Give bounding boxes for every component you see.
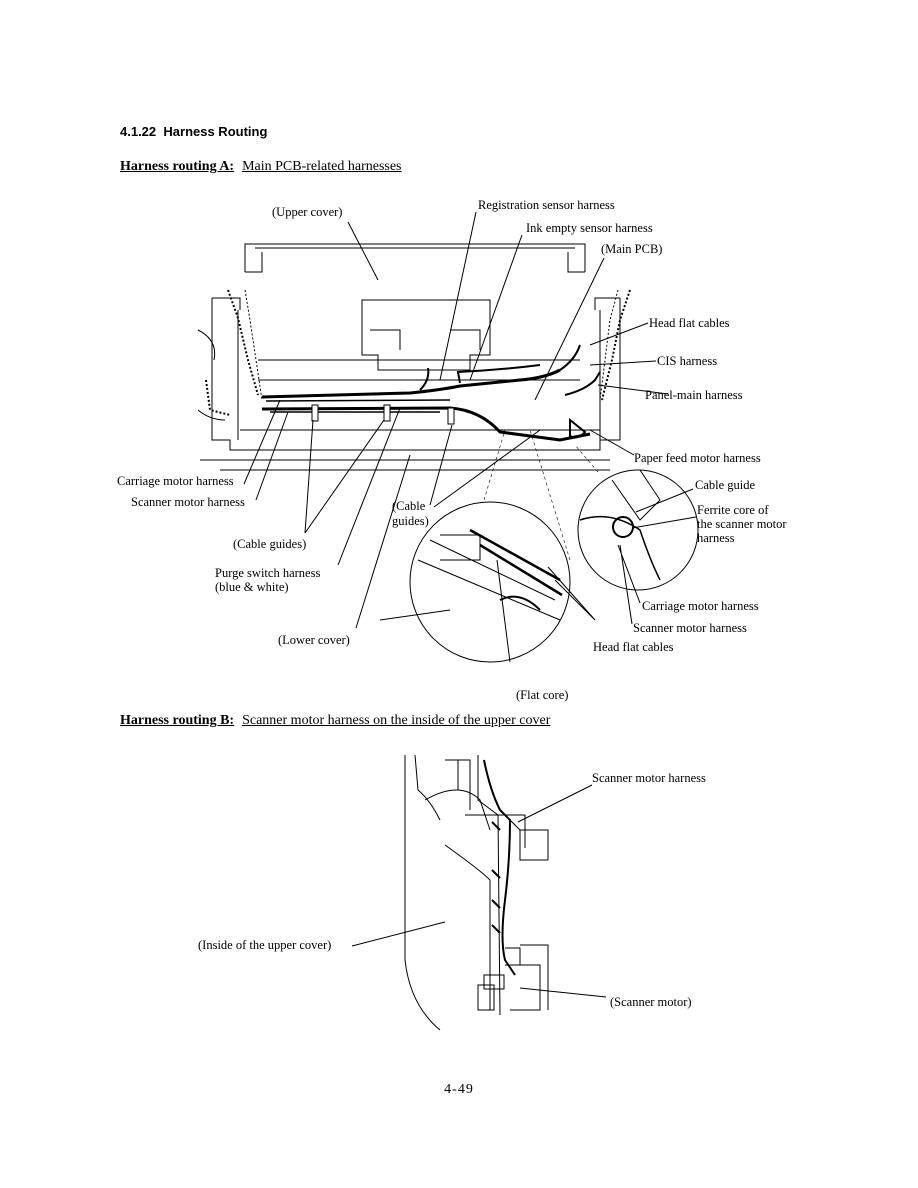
figure-b-drawing — [351, 754, 607, 1031]
label-purge-switch-2: (blue & white) — [215, 580, 289, 594]
section-title: Harness Routing — [163, 124, 268, 139]
label-scanner-motor-b: (Scanner motor) — [610, 995, 692, 1009]
section-heading: 4.1.22 Harness Routing — [120, 124, 267, 139]
label-registration-sensor: Registration sensor harness — [478, 198, 615, 212]
label-lower-cover: (Lower cover) — [278, 633, 350, 647]
label-head-flat-cables: Head flat cables — [649, 316, 730, 330]
label-scanner-motor: Scanner motor harness — [131, 495, 245, 509]
routing-b-label: Harness routing B: — [120, 713, 235, 728]
page-number: 4-49 — [444, 1082, 474, 1097]
routing-a-label: Harness routing A: — [120, 159, 235, 174]
label-ferrite-2: the scanner motor — [697, 517, 787, 531]
label-ferrite-3: harness — [697, 531, 735, 545]
routing-b-heading: Harness routing B: Scanner motor harness … — [120, 713, 550, 729]
label-inside-upper-cover: (Inside of the upper cover) — [198, 938, 332, 952]
label-cis-harness: CIS harness — [657, 354, 718, 368]
routing-a-heading: Harness routing A: Main PCB-related harne… — [120, 159, 402, 175]
label-scanner-motor-2: Scanner motor harness — [633, 621, 747, 635]
section-number: 4.1.22 — [120, 124, 157, 139]
label-main-pcb: (Main PCB) — [601, 242, 663, 256]
routing-a-subtitle: Main PCB-related harnesses — [242, 159, 402, 174]
label-cable-guide: Cable guide — [695, 478, 756, 492]
label-scanner-harness-b: Scanner motor harness — [592, 771, 706, 785]
label-ferrite-1: Ferrite core of — [697, 503, 769, 517]
label-head-flat-cables-2: Head flat cables — [593, 640, 674, 654]
label-cable-guides-mid-1: (Cable — [392, 499, 426, 513]
figure-a-drawing — [197, 211, 699, 663]
label-cable-guides-mid-2: guides) — [392, 514, 429, 528]
label-upper-cover: (Upper cover) — [272, 205, 343, 219]
routing-b-subtitle: Scanner motor harness on the inside of t… — [242, 713, 551, 728]
label-cable-guides-left: (Cable guides) — [233, 537, 307, 551]
label-panel-main: Panel-main harness — [645, 388, 743, 402]
label-carriage-motor-2: Carriage motor harness — [642, 599, 759, 613]
label-flat-core: (Flat core) — [516, 688, 569, 702]
label-purge-switch-1: Purge switch harness — [215, 566, 321, 580]
label-ink-empty: Ink empty sensor harness — [526, 221, 653, 235]
label-carriage-motor: Carriage motor harness — [117, 474, 234, 488]
label-paper-feed: Paper feed motor harness — [634, 451, 761, 465]
